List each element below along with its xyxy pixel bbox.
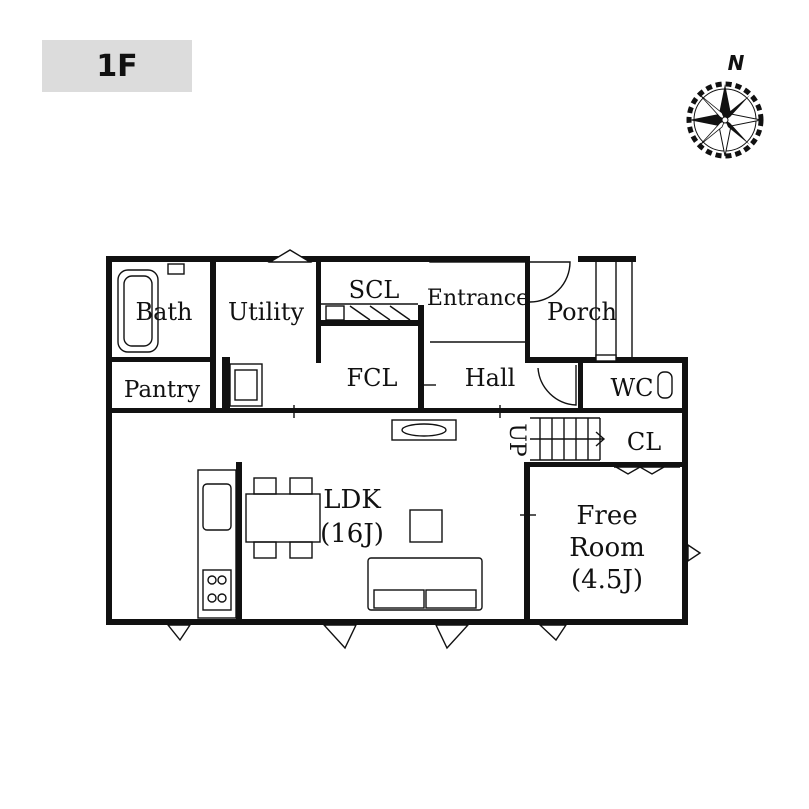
room-label-entrance: Entrance [427,286,529,311]
room-label-ldk-size: (16J) [320,519,384,549]
room-label-porch: Porch [547,298,617,326]
floor-badge: 1F [42,40,192,92]
room-label-cl: CL [627,428,661,456]
room-label-hall: Hall [465,364,516,392]
compass-icon: N [686,51,764,159]
room-label-utility: Utility [228,298,305,326]
room-label-wc: WC [610,374,653,402]
room-label-ldk: LDK [323,485,381,515]
room-label-fcl: FCL [347,364,398,392]
room-label-free-room-line1: Free [576,501,637,531]
room-label-bath: Bath [135,298,192,326]
room-label-free-room-line2: Room [569,533,645,563]
room-label-free-room-size: (4.5J) [571,565,643,595]
room-label-up: UP [504,423,529,457]
north-label: N [728,51,745,75]
fixtures [117,249,702,650]
room-label-pantry: Pantry [124,377,200,403]
room-labels: Bath Utility SCL Entrance Porch Pantry F… [124,276,661,595]
floor-label: 1F [96,48,138,84]
room-label-scl: SCL [349,276,400,304]
